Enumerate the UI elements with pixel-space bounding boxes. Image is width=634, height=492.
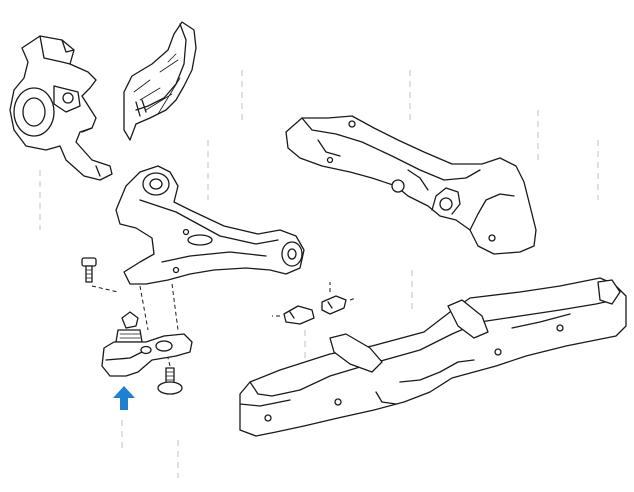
lower-control-arm[interactable] xyxy=(115,165,305,331)
background-marks xyxy=(39,70,599,478)
bracket[interactable] xyxy=(272,282,357,325)
ball-joint-bolt[interactable] xyxy=(157,357,183,395)
front-crossmember[interactable] xyxy=(285,115,537,255)
subframe[interactable] xyxy=(239,277,627,437)
steering-knuckle[interactable] xyxy=(9,35,113,181)
splash-shield[interactable] xyxy=(123,21,197,141)
bolt[interactable] xyxy=(81,257,119,293)
highlight-arrow xyxy=(113,386,135,410)
ball-joint[interactable] xyxy=(101,311,193,377)
